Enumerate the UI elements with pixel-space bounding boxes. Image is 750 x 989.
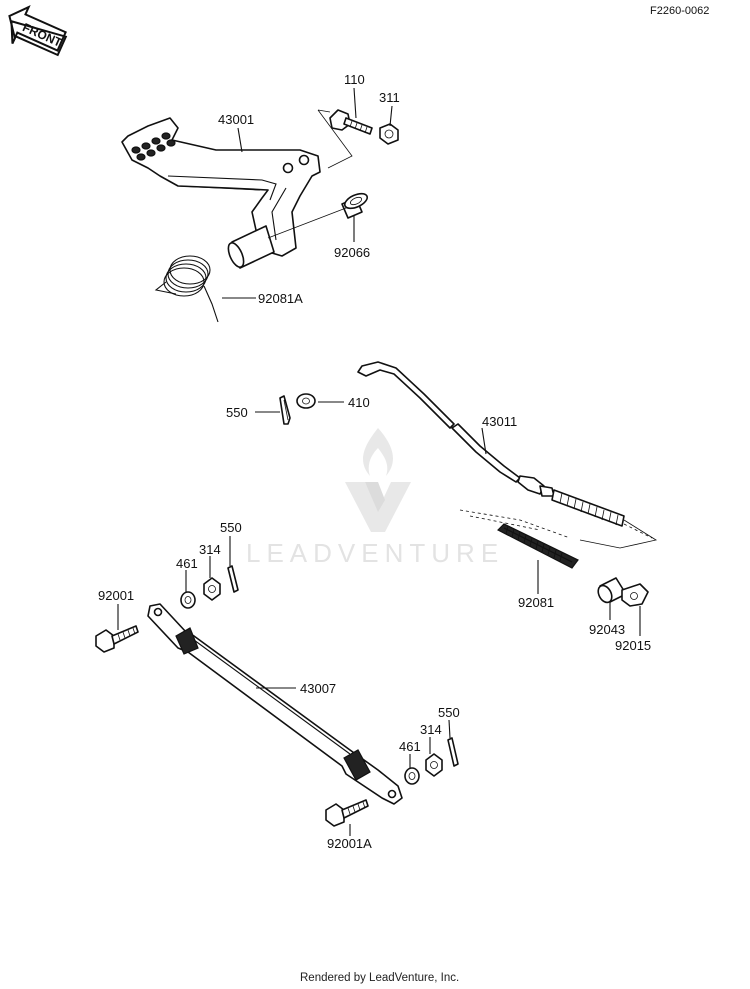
bolt-guide-lines — [317, 109, 353, 169]
label-92066: 92066 — [334, 245, 370, 260]
cotter-pin-550-bottom — [447, 737, 459, 767]
label-92001: 92001 — [98, 588, 134, 603]
bolt-92001 — [95, 625, 139, 653]
label-92081A: 92081A — [258, 291, 303, 306]
label-92081: 92081 — [518, 595, 554, 610]
brake-pedal-43001 — [121, 117, 321, 269]
cotter-pin-550-top — [279, 395, 291, 425]
cotter-pin-550-mid — [227, 565, 239, 593]
watermark-logo — [345, 428, 411, 532]
rod-guide-lines — [579, 519, 658, 549]
tension-rod-43007 — [147, 603, 403, 805]
label-410: 410 — [348, 395, 370, 410]
footer-credit: Rendered by LeadVenture, Inc. — [300, 972, 459, 984]
label-43001: 43001 — [218, 112, 254, 127]
washer-410 — [296, 393, 316, 409]
front-arrow-icon: FRONT — [8, 5, 68, 57]
label-110: 110 — [344, 72, 365, 87]
nut-311 — [379, 123, 399, 145]
wing-nut-92015 — [621, 583, 649, 607]
label-550-bottom: 550 — [438, 705, 460, 720]
leader-43001 — [237, 127, 243, 153]
label-461-bottom: 461 — [399, 739, 421, 754]
label-92043: 92043 — [589, 622, 625, 637]
return-spring-92081A — [154, 255, 219, 323]
label-550-top: 550 — [226, 405, 248, 420]
label-314-bottom: 314 — [420, 722, 442, 737]
label-461-mid: 461 — [176, 556, 198, 571]
leader-550-bottom — [448, 719, 451, 739]
nut-314-bottom — [425, 753, 443, 777]
leader-311 — [389, 105, 393, 127]
pivot-axis-line — [267, 207, 347, 239]
label-314-mid: 314 — [199, 542, 221, 557]
label-311: 311 — [379, 90, 400, 105]
rod-guide-dashed — [459, 509, 653, 539]
label-43007: 43007 — [300, 681, 336, 696]
nut-314-mid — [203, 577, 221, 601]
watermark-text: LEADVENTURE — [246, 538, 504, 568]
label-92001A: 92001A — [327, 836, 372, 851]
label-43011: 43011 — [482, 414, 517, 429]
leader-110 — [353, 87, 357, 119]
bolt-110 — [329, 109, 373, 135]
washer-461-mid — [180, 591, 196, 609]
leader-43011 — [481, 427, 487, 455]
bushing-92066 — [341, 192, 369, 219]
label-550-mid: 550 — [220, 520, 242, 535]
washer-461-bottom — [404, 767, 420, 785]
bolt-92001A — [325, 799, 369, 827]
diagram-code: F2260-0062 — [650, 5, 709, 17]
brake-rod-43011 — [357, 361, 625, 527]
spring-92081 — [496, 523, 579, 569]
label-92015: 92015 — [615, 638, 651, 653]
